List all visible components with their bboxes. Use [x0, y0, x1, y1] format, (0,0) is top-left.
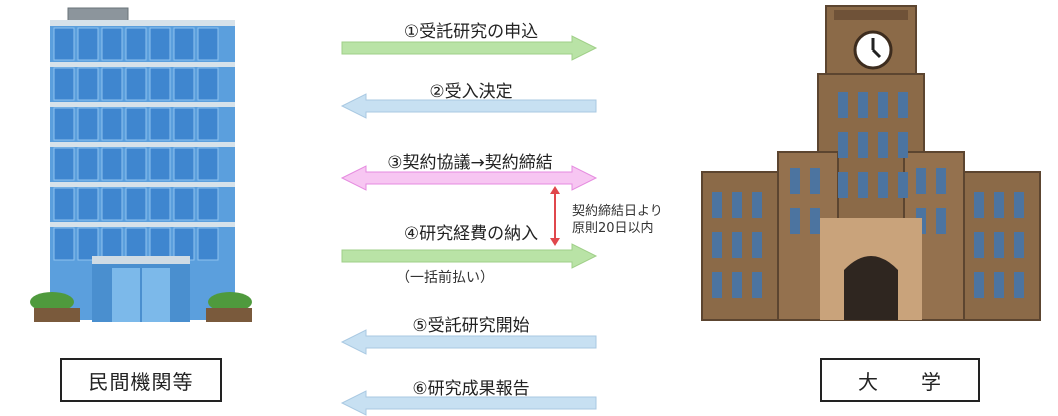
building-window [149, 107, 171, 141]
university-window [898, 92, 908, 118]
building-window [125, 187, 147, 221]
university-window [752, 272, 762, 298]
building-window [149, 227, 171, 261]
university-window [916, 168, 926, 194]
step-2-label: ②受入決定 [429, 82, 513, 102]
university-window [1014, 272, 1024, 298]
payment-note: （一括前払い） [396, 270, 494, 286]
university-window [898, 172, 908, 198]
building-window [77, 187, 99, 221]
building-window [197, 107, 219, 141]
building-window [125, 147, 147, 181]
university-window [752, 232, 762, 258]
university-window [712, 232, 722, 258]
right-party-label: 大 学 [820, 358, 980, 402]
university-clock-tower-illustration [698, 2, 1044, 322]
building-window [173, 67, 195, 101]
university-window [974, 272, 984, 298]
university-window [790, 208, 800, 234]
building-window [101, 107, 123, 141]
university-window [1014, 232, 1024, 258]
deadline-note-line2: 原則20日以内 [572, 221, 654, 236]
building-window [173, 227, 195, 261]
university-window [752, 192, 762, 218]
building-window [125, 67, 147, 101]
building-window [77, 227, 99, 261]
university-window [858, 132, 868, 158]
university-window [936, 208, 946, 234]
building-window [101, 227, 123, 261]
building-window [197, 147, 219, 181]
step-5-label: ⑤受託研究開始 [412, 316, 530, 336]
building-window [101, 67, 123, 101]
building-window [173, 147, 195, 181]
university-window [994, 272, 1004, 298]
step-6-label: ⑥研究成果報告 [412, 379, 530, 399]
university-window [858, 172, 868, 198]
building-window [149, 147, 171, 181]
university-window [974, 232, 984, 258]
deadline-marker-top-head [550, 186, 560, 194]
university-window [858, 92, 868, 118]
university-window [712, 272, 722, 298]
university-window [712, 192, 722, 218]
building-window [149, 187, 171, 221]
university-window [1014, 192, 1024, 218]
building-window [53, 227, 75, 261]
university-window [936, 168, 946, 194]
building-window [101, 147, 123, 181]
university-window [878, 172, 888, 198]
university-window [810, 168, 820, 194]
university-window [838, 92, 848, 118]
building-window [77, 27, 99, 61]
university-window [810, 208, 820, 234]
building-window [53, 147, 75, 181]
building-window [173, 107, 195, 141]
building-window [173, 27, 195, 61]
university-window [732, 192, 742, 218]
step-1-label: ①受託研究の申込 [403, 22, 539, 42]
building-window [149, 67, 171, 101]
building-window [149, 27, 171, 61]
deadline-note-line1: 契約締結日より [572, 204, 663, 219]
building-window [125, 227, 147, 261]
university-window [732, 232, 742, 258]
building-window [125, 27, 147, 61]
university-window [974, 192, 984, 218]
university-window [790, 168, 800, 194]
building-window [77, 147, 99, 181]
building-window [53, 107, 75, 141]
building-window [77, 107, 99, 141]
university-window [878, 92, 888, 118]
building-window [197, 227, 219, 261]
building-window [53, 187, 75, 221]
building-window [197, 187, 219, 221]
building-window [101, 187, 123, 221]
step-3-label: ③契約協議→契約締結 [387, 153, 553, 173]
building-window [197, 27, 219, 61]
building-window [53, 27, 75, 61]
building-window [125, 107, 147, 141]
left-party-label: 民間機関等 [60, 358, 222, 402]
building-window [197, 67, 219, 101]
university-window [898, 132, 908, 158]
university-window [994, 192, 1004, 218]
university-window [994, 232, 1004, 258]
building-window [53, 67, 75, 101]
building-window [77, 67, 99, 101]
step-4-label: ④研究経費の納入 [403, 224, 539, 244]
building-window [101, 27, 123, 61]
university-window [838, 172, 848, 198]
university-window [878, 132, 888, 158]
university-window [838, 132, 848, 158]
building-window [173, 187, 195, 221]
office-building-illustration [30, 6, 255, 326]
step-4-arrow [341, 243, 598, 269]
university-window [732, 272, 742, 298]
